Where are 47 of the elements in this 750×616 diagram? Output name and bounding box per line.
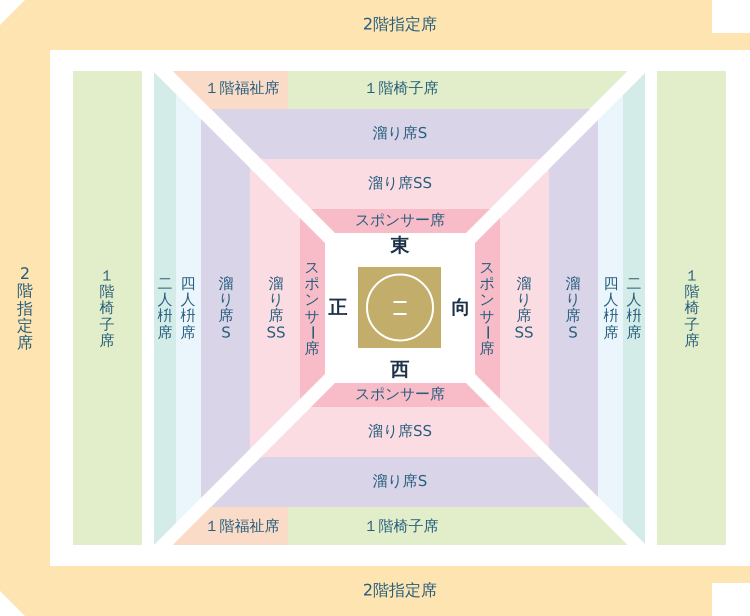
section-label: 四人枡席: [180, 276, 196, 340]
section-label: スポンサー席: [477, 259, 498, 357]
section-label: 2階指定席: [16, 264, 34, 352]
section-label: 溜り席S: [372, 126, 428, 142]
section-label: 溜り席SS: [368, 176, 432, 192]
section-label: 溜り席SS: [514, 276, 534, 340]
section-label: 溜り席S: [372, 474, 428, 490]
seating-section: [201, 118, 250, 498]
seating-section: [210, 457, 590, 507]
seating-section: [260, 407, 540, 457]
section-label: 溜り席SS: [266, 276, 286, 340]
section-label: 溜り席S: [564, 276, 582, 340]
seating-section: [623, 72, 645, 544]
direction-label: 正: [328, 298, 348, 318]
section-label: 溜り席S: [218, 276, 234, 340]
seating-section: [549, 120, 598, 496]
direction-label: 向: [452, 298, 470, 318]
seating-section: [73, 71, 142, 545]
section-label: １階椅子席: [684, 268, 700, 348]
section-label: 四人枡席: [602, 276, 620, 340]
section-label: 2階指定席: [362, 582, 438, 600]
seating-section: [657, 71, 726, 545]
section-label: スポンサー席: [302, 259, 322, 357]
section-label: １階椅子席: [98, 268, 116, 348]
seating-section: [598, 94, 623, 522]
section-label: スポンサー席: [355, 213, 445, 229]
seating-section: [260, 159, 540, 209]
direction-label: 西: [390, 360, 410, 380]
seating-section: [288, 507, 628, 545]
seating-section: [176, 94, 201, 522]
seating-section: [500, 168, 549, 448]
direction-label: 東: [390, 236, 410, 256]
section-label: １階椅子席: [364, 81, 438, 97]
seating-section: [154, 72, 176, 544]
section-label: 二人枡席: [156, 276, 174, 340]
section-label: 溜り席SS: [368, 424, 432, 440]
section-label: １階椅子席: [364, 519, 438, 535]
seating-section: [210, 109, 590, 159]
seating-section: [173, 507, 288, 545]
section-label: １階福祉席: [204, 519, 280, 535]
seating-section: [288, 71, 628, 109]
section-label: 2階指定席: [362, 16, 438, 34]
section-label: １階福祉席: [204, 81, 280, 97]
section-label: 二人枡席: [626, 276, 642, 340]
section-label: スポンサー席: [355, 387, 445, 403]
seating-section: [173, 71, 288, 109]
seating-section: [250, 168, 300, 448]
